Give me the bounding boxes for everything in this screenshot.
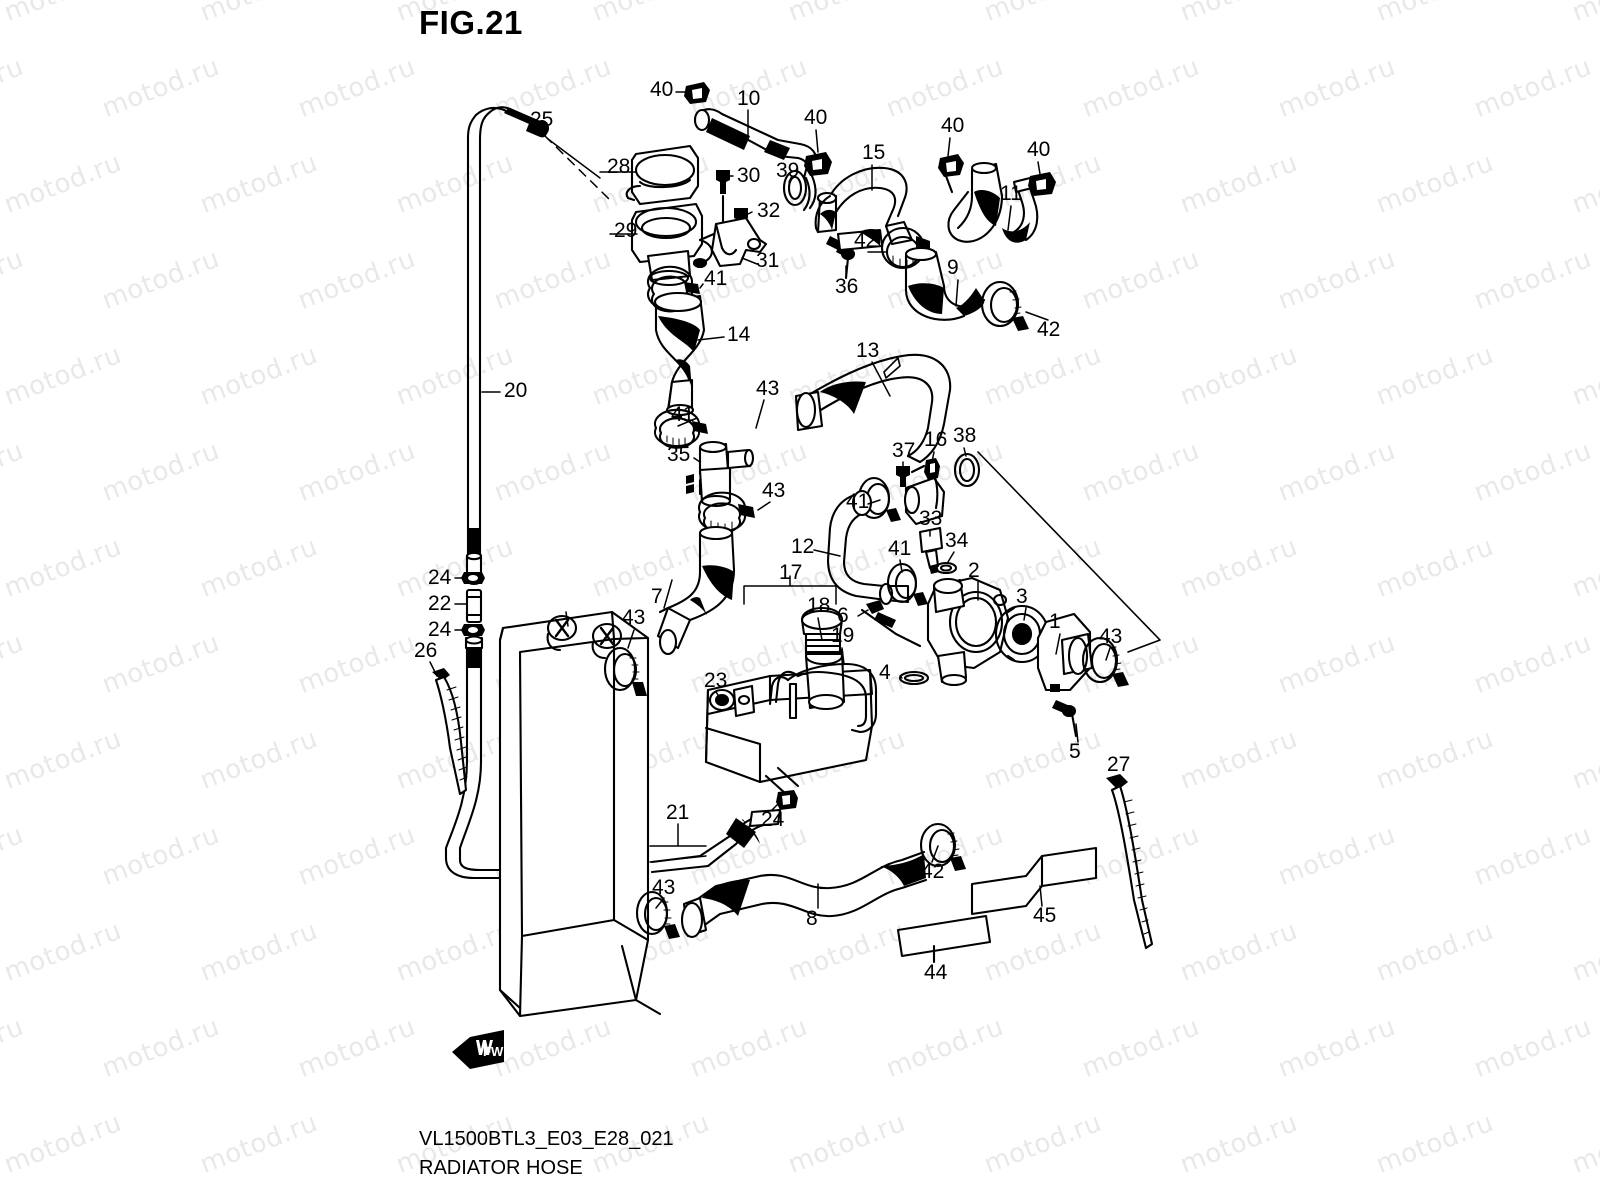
callout-hose-clip-lower: 24 — [428, 618, 452, 641]
callout-hose-clamp-f: 42 — [1037, 318, 1061, 341]
callout-hose-joint-pipe: 22 — [428, 592, 452, 615]
callout-thermostat-cap: 1 — [1049, 610, 1061, 633]
callout-overflow-hose: 20 — [504, 379, 528, 402]
callout-hose-clamp-d: 41 — [888, 537, 912, 560]
figure-title: FIG.21 — [419, 4, 523, 41]
callout-hose-clip-reservoir: 24 — [761, 808, 785, 831]
callout-housing-bolt: 5 — [1069, 740, 1081, 763]
callout-hose-clip-upper: 24 — [428, 566, 452, 589]
callout-temperature-sensor: 33 — [919, 507, 943, 530]
callout-mount-bracket: 31 — [756, 249, 780, 272]
callout-hose-clip-c: 40 — [941, 114, 965, 137]
figure-caption: VL1500BTL3_E03_E28_021 RADIATOR HOSE — [419, 1125, 674, 1183]
callout-pipe-joint: 16 — [924, 428, 948, 451]
callout-hose-clamp-k: 43 — [1099, 625, 1123, 648]
callout-filler-neck-hose: 14 — [727, 323, 751, 346]
callout-thermostat-housing: 2 — [968, 559, 980, 582]
callout-hose-clamp-a: 41 — [704, 267, 728, 290]
callout-water-hose-long: 13 — [856, 339, 880, 362]
callout-water-hose-lower: 12 — [791, 535, 815, 558]
callout-hose-clamp-g: 42 — [921, 860, 945, 883]
callout-cable-tie-left: 26 — [414, 639, 438, 662]
callout-hose-clamp-l: 43 — [652, 876, 676, 899]
callout-hose-clip-a: 40 — [650, 78, 674, 101]
callout-filler-neck: 29 — [614, 219, 638, 242]
callout-breather-hose: 10 — [737, 87, 761, 110]
callout-bracket-bolt: 6 — [837, 604, 849, 627]
callout-o-ring-housing: 4 — [879, 661, 891, 684]
callout-grommet: 23 — [704, 669, 728, 692]
callout-hose-clip-d: 40 — [1027, 138, 1051, 161]
callout-reservoir-cap: 18 — [807, 594, 831, 617]
callout-hose-clip-b: 40 — [804, 106, 828, 129]
callout-cable-tie-right: 27 — [1107, 753, 1131, 776]
callout-bolt-upper: 30 — [737, 164, 761, 187]
callout-radiator-cap: 28 — [607, 155, 631, 178]
callout-reservoir-hose: 21 — [666, 801, 690, 824]
caption-name: RADIATOR HOSE — [419, 1157, 583, 1179]
callout-reservoir-tank: 19 — [831, 624, 855, 647]
callout-three-way-joint: 35 — [667, 443, 691, 466]
callout-hose-clamp-e: 42 — [854, 229, 878, 252]
callout-o-ring-joint: 38 — [953, 424, 977, 447]
callout-hose-clip-top: 25 — [530, 108, 554, 131]
callout-radiator-outlet-hose: 8 — [806, 907, 818, 930]
callout-bolt-bracket: 36 — [835, 275, 859, 298]
callout-seal-plate-large: 45 — [1033, 904, 1057, 927]
callout-o-ring-neck: 39 — [776, 159, 800, 182]
caption-part-number: VL1500BTL3_E03_E28_021 — [419, 1128, 674, 1150]
callout-joint-bolt: 37 — [892, 439, 916, 462]
svg-text:FWD: FWD — [483, 1044, 513, 1059]
callout-bolt-lower: 32 — [757, 199, 781, 222]
callout-hose-clamp-b: 41 — [671, 403, 695, 426]
callout-reservoir-assembly: 17 — [779, 561, 803, 584]
callout-water-hose-right: 11 — [1000, 182, 1022, 205]
callout-hose-clamp-j: 43 — [622, 606, 646, 629]
callout-sensor-o-ring: 34 — [945, 529, 969, 552]
callout-thermostat: 3 — [1016, 585, 1028, 608]
callout-hose-clamp-h: 43 — [756, 377, 780, 400]
callout-seal-plate-small: 44 — [924, 961, 948, 984]
callout-hose-clamp-c: 41 — [846, 490, 870, 513]
callout-water-hose-top: 15 — [862, 141, 886, 164]
callout-hose-clamp-i: 43 — [762, 479, 786, 502]
callout-radiator-inlet-hose: 7 — [651, 585, 663, 608]
callout-bypass-hose-upper: 9 — [947, 256, 959, 279]
